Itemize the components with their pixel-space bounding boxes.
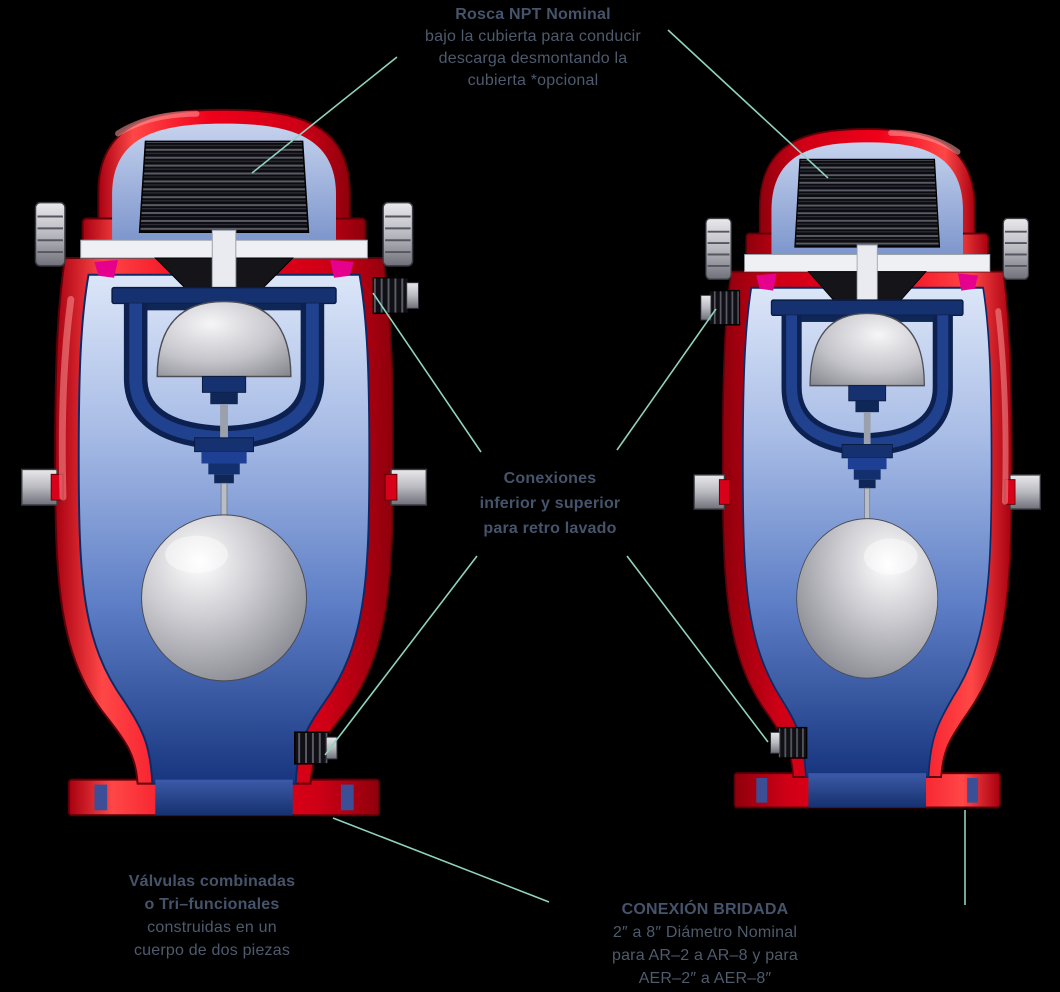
annotation-npt-line: bajo la cubierta para conducir [425,28,641,45]
annotation-valvulas-line: cuerpo de dos piezas [133,942,291,959]
annotation-npt-line: cubierta *opcional [467,72,599,89]
annotation-npt-thread: Rosca NPT Nominal bajo la cubierta para … [343,4,723,92]
annotation-npt-title: Rosca NPT Nominal [455,6,611,23]
annotation-brida-line: 2″ a 8″ Diámetro Nominal [612,924,798,941]
annotation-conexiones-line: para retro lavado [483,520,617,537]
annotation-combined-valves: Válvulas combinadas o Tri–funcionales co… [72,870,352,962]
leader-line-conexion-lower-right [626,555,769,743]
annotation-valvulas-line: Válvulas combinadas [128,873,296,890]
annotation-valvulas-line: construidas en un [147,919,277,936]
annotation-backwash-connections: Conexiones inferior y superior para retr… [440,466,660,541]
annotation-brida-line: AER–2″ a AER–8″ [638,970,772,987]
leader-line-npt-right [667,29,829,179]
annotation-valvulas-line: o Tri–funcionales [144,896,280,913]
annotation-flanged-connection: CONEXIÓN BRIDADA 2″ a 8″ Diámetro Nomina… [535,898,875,990]
annotation-brida-line: para AR–2 a AR–8 y para [611,947,799,964]
leader-line-conexion-upper-left [372,292,482,453]
annotation-conexiones-line: Conexiones [503,470,597,487]
leader-line-conexion-lower-left [324,555,478,756]
annotation-brida-title: CONEXIÓN BRIDADA [621,901,789,918]
valve-left-illustration [22,110,427,815]
leader-lines [251,29,966,905]
annotation-conexiones-line: inferior y superior [479,495,621,512]
leader-line-brida-left [332,817,550,903]
annotation-npt-line: descarga desmontando la [438,50,628,67]
leader-line-conexion-upper-right [616,308,717,451]
leader-line-npt-left [251,56,398,174]
valve-right-illustration [694,129,1040,807]
